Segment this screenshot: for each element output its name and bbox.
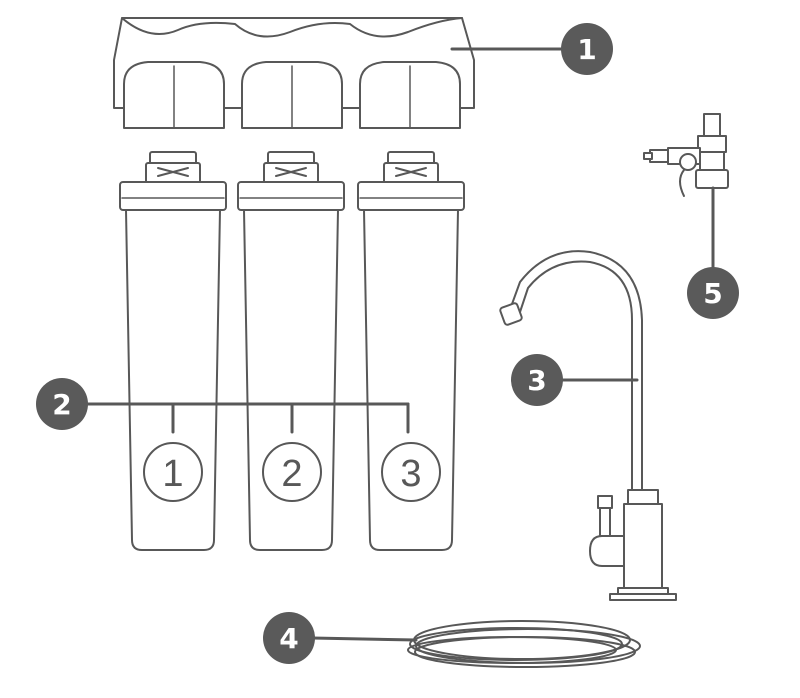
stage-label-2: 2 (281, 453, 302, 495)
callout-label-2: 2 (52, 388, 71, 421)
feed-water-valve (643, 113, 729, 197)
callout-2-leader (82, 402, 410, 434)
callout-label-4: 4 (279, 622, 298, 655)
filter-manifold-head (113, 17, 475, 129)
tubing-coil (407, 620, 641, 668)
callout-badge-5: 5 (687, 267, 739, 319)
callout-label-5: 5 (703, 277, 722, 310)
stage-marker-2: 2 (262, 442, 322, 502)
stage-marker-3: 3 (381, 442, 441, 502)
callout-badge-1: 1 (561, 23, 613, 75)
callout-4-leader (310, 636, 418, 642)
callout-label-3: 3 (527, 364, 546, 397)
callout-label-1: 1 (577, 33, 596, 66)
faucet (499, 250, 677, 601)
stage-marker-1: 1 (143, 442, 203, 502)
callout-badge-4: 4 (263, 612, 315, 664)
callout-badge-2: 2 (36, 378, 88, 430)
stage-label-3: 3 (400, 453, 421, 495)
callout-badge-3: 3 (511, 354, 563, 406)
stage-label-1: 1 (162, 453, 183, 495)
